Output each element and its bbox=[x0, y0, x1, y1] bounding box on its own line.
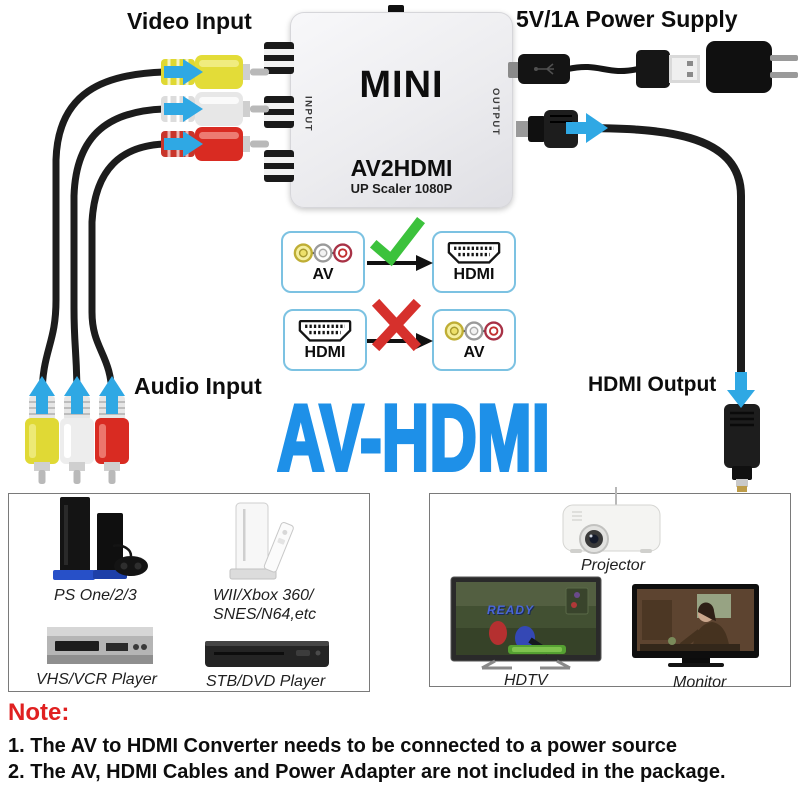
hdtv-screen-text: READY bbox=[487, 603, 535, 617]
usb-a-plug bbox=[636, 50, 700, 88]
diagram-box-av-source: AV bbox=[281, 231, 365, 293]
converter-unit: MINI INPUT OUTPUT AV2HDMI UP Scaler 1080… bbox=[290, 12, 513, 208]
audio-input-label: Audio Input bbox=[134, 373, 262, 399]
note-line-2: 2. The AV, HDMI Cables and Power Adapter… bbox=[8, 761, 726, 783]
arrow-av-to-hdmi bbox=[367, 255, 433, 271]
converter-subtitle: UP Scaler 1080P bbox=[350, 181, 453, 196]
audio-rca-plug-yellow bbox=[25, 396, 59, 484]
power-cable bbox=[565, 63, 641, 75]
page-title: AV-HDMI bbox=[276, 385, 552, 490]
label-hdtv: HDTV bbox=[504, 672, 548, 689]
audio-rca-plug-red bbox=[95, 396, 129, 484]
arrow-down-icon bbox=[727, 372, 755, 408]
input-port-label: INPUT bbox=[302, 96, 314, 132]
label-wii-xbox: WII/Xbox 360/ SNES/N64,etc bbox=[213, 587, 317, 624]
power-adapter bbox=[706, 41, 798, 93]
video-input-label: Video Input bbox=[127, 8, 252, 34]
arrow-up-icon bbox=[99, 376, 125, 414]
arrow-right-icon bbox=[164, 96, 203, 122]
video-rca-plug-yellow bbox=[161, 55, 269, 89]
arrow-right-icon bbox=[164, 59, 203, 85]
av-cables bbox=[38, 68, 168, 402]
label-stb-dvd: STB/DVD Player bbox=[206, 673, 326, 690]
label-ps-consoles: PS One/2/3 bbox=[54, 587, 137, 604]
av-rca-icon bbox=[293, 242, 353, 263]
label-projector: Projector bbox=[581, 557, 646, 574]
label-vhs-vcr: VHS/VCR Player bbox=[36, 671, 157, 688]
diagram-box-av-target: AV bbox=[432, 309, 516, 371]
source-devices-box: PS One/2/3 WII/Xbox 360/ SNES/N64,etc VH… bbox=[8, 493, 370, 692]
hdmi-connector-icon bbox=[298, 319, 352, 342]
diagram-label-hdmi: HDMI bbox=[453, 265, 495, 283]
av-rca-icon bbox=[444, 320, 504, 341]
hdmi-output-plug bbox=[724, 404, 760, 492]
converter-brand-logo: MINI bbox=[359, 64, 444, 106]
hdmi-cable bbox=[572, 124, 745, 400]
arrow-right-icon bbox=[566, 113, 608, 143]
diagram-box-hdmi-target: HDMI bbox=[432, 231, 516, 293]
cross-icon bbox=[371, 298, 422, 352]
arrow-hdmi-to-av bbox=[367, 333, 433, 349]
hdmi-connector-icon bbox=[447, 241, 501, 264]
diagram-label-hdmi: HDMI bbox=[304, 343, 346, 361]
diagram-box-hdmi-source: HDMI bbox=[283, 309, 367, 371]
hdmi-plug-into-converter bbox=[516, 110, 578, 148]
converter-model: AV2HDMI bbox=[350, 155, 453, 181]
check-icon bbox=[369, 216, 426, 267]
output-port-label: OUTPUT bbox=[490, 88, 501, 137]
video-rca-plug-white bbox=[161, 92, 269, 126]
arrow-up-icon bbox=[64, 376, 90, 414]
converter-top-button bbox=[388, 5, 404, 14]
diagram-label-av: AV bbox=[463, 343, 485, 361]
arrow-right-icon bbox=[164, 131, 203, 157]
video-rca-plug-red bbox=[161, 127, 269, 161]
diagram-label-av: AV bbox=[312, 265, 334, 283]
micro-usb-plug bbox=[508, 54, 570, 84]
note-line-1: 1. The AV to HDMI Converter needs to be … bbox=[8, 735, 678, 757]
output-devices-box: Projector HDTV Monitor bbox=[429, 493, 791, 691]
audio-rca-plug-white bbox=[60, 396, 94, 484]
hdmi-output-label: HDMI Output bbox=[588, 373, 717, 396]
label-monitor: Monitor bbox=[673, 674, 727, 691]
power-supply-label: 5V/1A Power Supply bbox=[516, 6, 738, 32]
arrow-up-icon bbox=[29, 376, 55, 414]
note-heading: Note: bbox=[8, 699, 70, 726]
